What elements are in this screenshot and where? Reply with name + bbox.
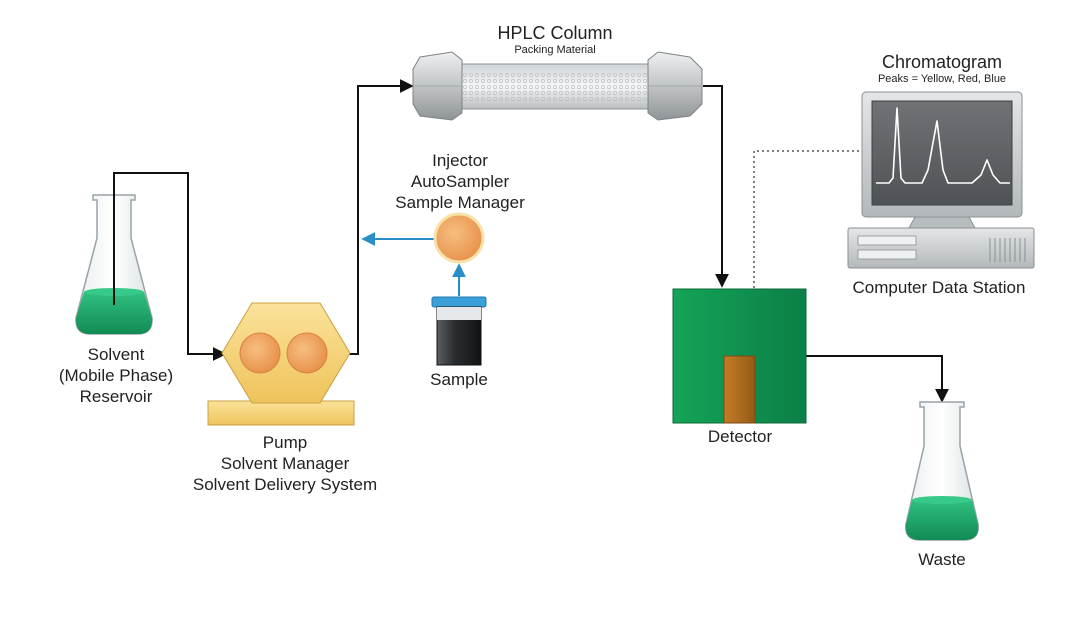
packing-material (456, 72, 654, 101)
pump-label-line1: Pump (262, 433, 308, 452)
column-title: HPLC Column (497, 23, 613, 43)
pump-head-right (286, 332, 328, 374)
computer-data-station (847, 91, 1035, 269)
chromatogram-trace (876, 107, 1010, 184)
column-label: HPLC Column Packing Material (470, 22, 640, 57)
waste-flask (905, 401, 979, 541)
hplc-column (412, 51, 703, 121)
chromatogram-title: Chromatogram (881, 52, 1003, 72)
computer-label: Computer Data Station (852, 278, 1026, 297)
line-detector-to-computer (753, 150, 862, 288)
line-detector-to-waste (806, 355, 949, 403)
column-subtitle: Packing Material (514, 44, 596, 56)
waste-liquid (905, 500, 979, 540)
line-solvent-to-pump (113, 172, 227, 361)
injector-label: Injector AutoSampler Sample Manager (380, 150, 540, 213)
injector-label-line3: Sample Manager (395, 193, 525, 212)
sample-vial (431, 296, 487, 366)
chromatogram-label: Chromatogram Peaks = Yellow, Red, Blue (842, 51, 1042, 86)
injector (433, 212, 485, 264)
pump-head-left (239, 332, 281, 374)
solvent-label-line1: Solvent (87, 345, 145, 364)
monitor-stand (908, 216, 976, 229)
monitor-screen (871, 100, 1013, 206)
detector-label: Detector (707, 427, 773, 446)
computer-case (847, 227, 1035, 269)
line-column-to-detector (703, 85, 729, 288)
pump-label-line2: Solvent Manager (220, 454, 350, 473)
solvent-label: Solvent (Mobile Phase) Reservoir (56, 344, 176, 407)
injector-label-line2: AutoSampler (410, 172, 510, 191)
line-pump-to-column (340, 79, 414, 355)
detector (672, 288, 807, 424)
pump (207, 302, 355, 426)
sample-label: Sample (430, 370, 488, 389)
waste-label: Waste (918, 550, 966, 569)
pump-label: Pump Solvent Manager Solvent Delivery Sy… (160, 432, 410, 495)
sample-flow-lines (361, 232, 466, 296)
solvent-liquid (75, 292, 153, 334)
injector-label-line1: Injector (432, 151, 488, 170)
chromatogram-subtitle: Peaks = Yellow, Red, Blue (877, 73, 1007, 85)
solvent-label-line2: (Mobile Phase) (58, 366, 174, 385)
solvent-label-line3: Reservoir (79, 387, 153, 406)
detector-flow-cell (723, 355, 756, 424)
pump-label-line3: Solvent Delivery System (192, 475, 378, 494)
